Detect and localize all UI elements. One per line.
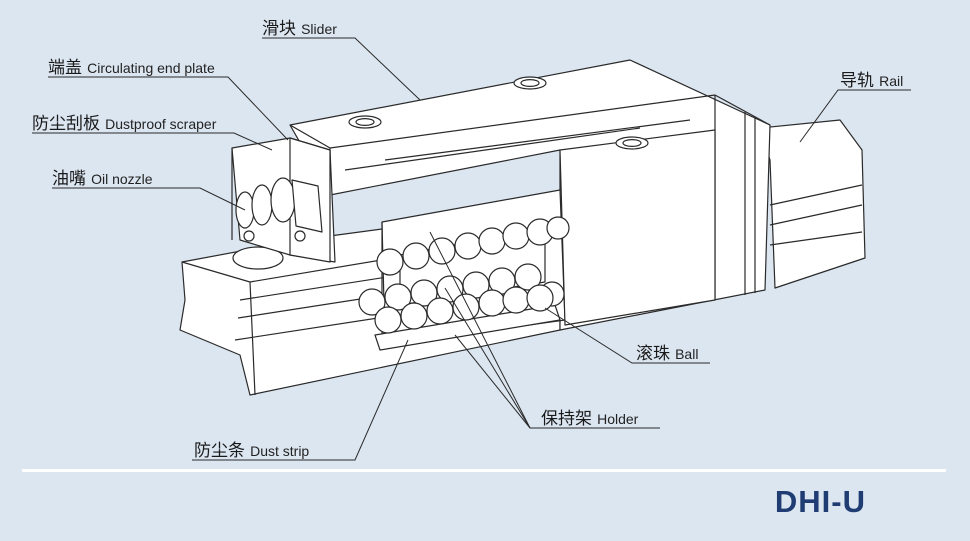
leader-oil-nozzle: [52, 187, 246, 211]
leader-slider: [262, 37, 421, 101]
leader-scraper: [32, 132, 273, 151]
model-name: DHI-U: [774, 484, 866, 519]
leader-holder-3: [454, 334, 531, 429]
label-scraper: 防尘刮板 Dustproof scraper: [32, 116, 216, 133]
label-oil-nozzle: 油嘴 Oil nozzle: [52, 171, 153, 188]
leader-end-plate: [48, 76, 289, 141]
label-ball-zh: 滚珠: [636, 344, 670, 364]
label-end-plate-en: Circulating end plate: [87, 60, 215, 76]
ball-row-middle: [358, 263, 565, 316]
label-rail-zh: 导轨: [840, 71, 874, 91]
leader-holder-2: [444, 287, 531, 429]
label-scraper-zh: 防尘刮板: [32, 114, 100, 134]
label-rail: 导轨 Rail: [840, 73, 903, 90]
label-end-plate: 端盖 Circulating end plate: [48, 60, 215, 77]
label-slider: 滑块 Slider: [262, 21, 337, 38]
leader-rail: [799, 89, 911, 143]
ball-row-lower: [374, 284, 554, 334]
label-dust-strip: 防尘条 Dust strip: [194, 443, 309, 460]
label-dust-strip-zh: 防尘条: [194, 441, 245, 461]
label-holder: 保持架 Holder: [541, 411, 638, 428]
label-end-plate-zh: 端盖: [48, 58, 82, 78]
label-scraper-en: Dustproof scraper: [105, 116, 217, 132]
label-dust-strip-en: Dust strip: [250, 443, 310, 459]
label-slider-en: Slider: [301, 21, 337, 37]
label-oil-nozzle-zh: 油嘴: [52, 169, 86, 189]
label-rail-en: Rail: [879, 73, 904, 89]
label-slider-zh: 滑块: [262, 19, 296, 39]
label-holder-zh: 保持架: [541, 409, 592, 429]
label-ball: 滚珠 Ball: [636, 346, 698, 363]
label-oil-nozzle-en: Oil nozzle: [91, 171, 153, 187]
label-ball-en: Ball: [675, 346, 699, 362]
label-holder-en: Holder: [597, 411, 639, 427]
leader-dust-strip: [192, 339, 409, 461]
divider-line: [22, 469, 946, 472]
ball-row-upper: [376, 216, 570, 276]
leader-ball: [544, 307, 710, 364]
